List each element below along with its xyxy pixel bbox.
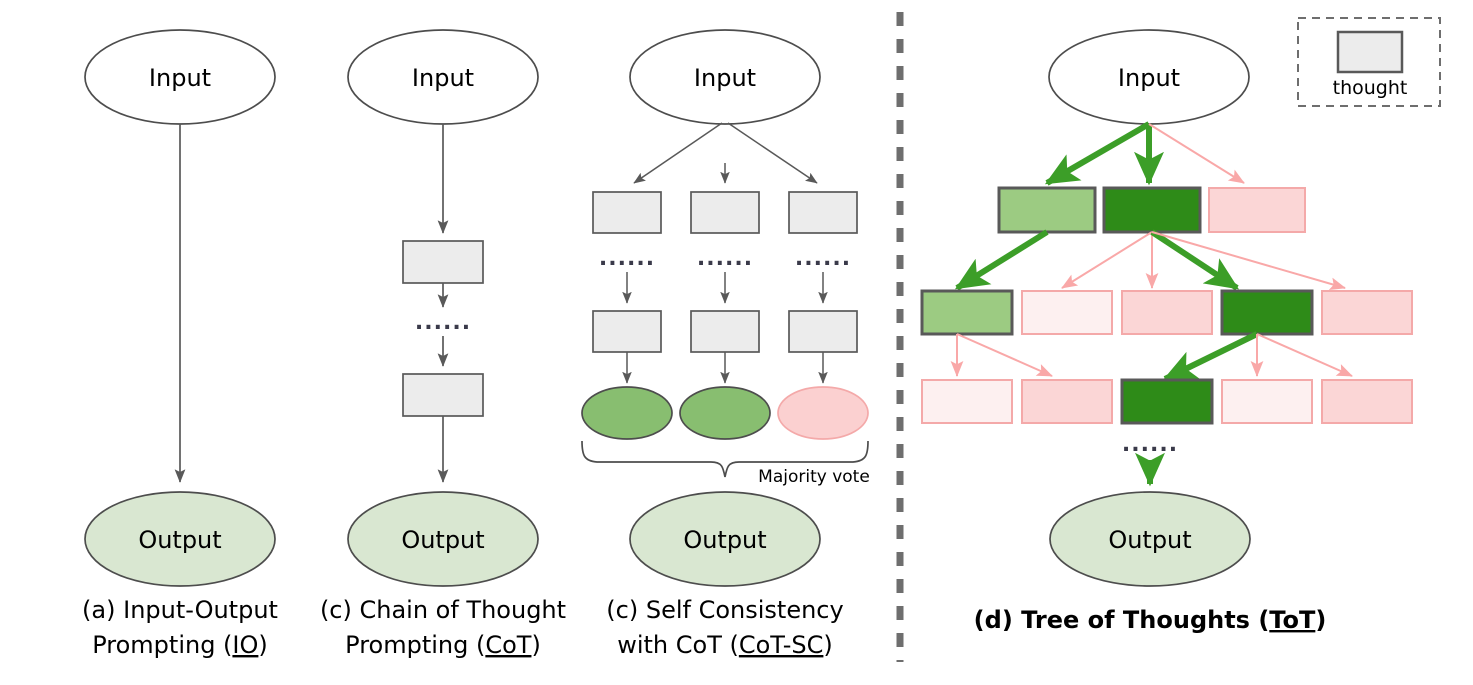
cot-thought-box-2	[402, 373, 484, 417]
tot-edge-L1N1-to-L2N3	[1150, 229, 1240, 291]
tot-edge-L1N1-to-L2N1	[1061, 231, 1153, 289]
cot-caption-line2: Prompting (CoT)	[345, 631, 541, 659]
tot-edge-L2N3-to-L3N4	[1256, 333, 1353, 377]
cotsc-caption-line1: (c) Self Consistency	[606, 596, 843, 624]
tot-edge-root-to-L1N2	[1148, 123, 1245, 184]
tot-output-label: Output	[1108, 526, 1191, 554]
cotsc-thought-box-c1-t1	[592, 191, 662, 234]
cotsc-caption-line2: with CoT (CoT-SC)	[617, 631, 833, 659]
tot-output-ellipse	[1049, 491, 1251, 587]
legend-dashed-border	[1297, 17, 1441, 107]
cotsc-result-ellipse-2	[679, 386, 771, 440]
cot-output-label: Output	[401, 526, 484, 554]
cotsc-thought-box-c3-t1	[788, 191, 858, 234]
cotsc-majority-vote-label: Majority vote	[758, 467, 870, 487]
cot-caption-line1: (c) Chain of Thought	[320, 596, 566, 624]
panel-cot: Input ...... Output (c) Chain of Thought…	[320, 29, 566, 659]
tot-node-L2N2	[1121, 290, 1213, 335]
cotsc-output-ellipse	[629, 491, 821, 587]
tot-node-L2N4	[1321, 290, 1413, 335]
io-input-label: Input	[149, 64, 211, 92]
tot-edge-L2N3-to-L3N2	[1162, 331, 1259, 382]
io-caption-line2: Prompting (IO)	[92, 631, 268, 659]
tot-node-L3N1	[1021, 379, 1113, 424]
cot-output-ellipse	[347, 491, 539, 587]
tot-node-L1N2	[1208, 187, 1306, 233]
cotsc-thought-box-c3-t2	[788, 310, 858, 353]
cotsc-result-ellipse-3	[777, 386, 869, 440]
tot-edge-L1N0-to-L2N0	[954, 229, 1049, 291]
cot-ellipsis: ......	[415, 310, 471, 335]
cotsc-ellipsis-c2: ......	[697, 246, 753, 271]
tot-edge-root-to-L1N0	[1044, 121, 1151, 186]
cotsc-input-label: Input	[694, 64, 756, 92]
cot-input-label: Input	[412, 64, 474, 92]
cotsc-thought-box-c2-t1	[690, 191, 760, 234]
cotsc-branch-arrow-right	[727, 122, 818, 184]
tot-node-L1N1	[1102, 186, 1202, 234]
thought-legend: thought	[1297, 17, 1441, 107]
cotsc-majority-brace	[581, 440, 869, 478]
io-abbrev: IO	[232, 631, 258, 659]
cotsc-ellipsis-c1: ......	[599, 246, 655, 271]
cotsc-branch-arrow-left	[633, 122, 723, 184]
tot-ellipsis: ......	[1122, 432, 1178, 457]
panel-io: Input Output (a) Input-Output Prompting …	[82, 29, 278, 659]
cotsc-result-ellipse-1	[581, 386, 673, 440]
io-output-label: Output	[138, 526, 221, 554]
cotsc-ellipsis-c3: ......	[795, 246, 851, 271]
cotsc-output-label: Output	[683, 526, 766, 554]
tot-node-L3N4	[1321, 379, 1413, 424]
tot-edge-L1N1-to-L2N4	[1151, 231, 1346, 290]
tot-node-L3N3	[1221, 379, 1313, 424]
tot-input-label: Input	[1118, 64, 1180, 92]
cot-thought-box-1	[402, 240, 484, 284]
tot-edge-L2N0-to-L3N1	[956, 333, 1053, 377]
tot-node-L2N0	[920, 289, 1014, 336]
io-caption-line1: (a) Input-Output	[82, 596, 278, 624]
tot-abbrev: ToT	[1269, 606, 1316, 634]
legend-thought-swatch	[1336, 30, 1404, 74]
legend-thought-label: thought	[1333, 77, 1408, 99]
panel-tot: Input ......	[920, 29, 1413, 634]
cotsc-abbrev: CoT-SC	[739, 631, 824, 659]
cotsc-thought-box-c2-t2	[690, 310, 760, 353]
io-output-ellipse	[84, 491, 276, 587]
panel-cotsc: Input ...... ...... ...... Majority vote…	[581, 29, 870, 659]
cotsc-thought-box-c1-t2	[592, 310, 662, 353]
tot-node-L3N2	[1120, 378, 1214, 425]
tot-node-L2N3	[1220, 289, 1314, 336]
cot-abbrev: CoT	[485, 631, 531, 659]
cotsc-input-ellipse	[629, 29, 821, 125]
tot-caption: (d) Tree of Thoughts (ToT)	[974, 606, 1327, 634]
tot-node-L2N1	[1021, 290, 1113, 335]
tot-node-L1N0	[997, 186, 1097, 234]
tot-node-L3N0	[921, 379, 1013, 424]
